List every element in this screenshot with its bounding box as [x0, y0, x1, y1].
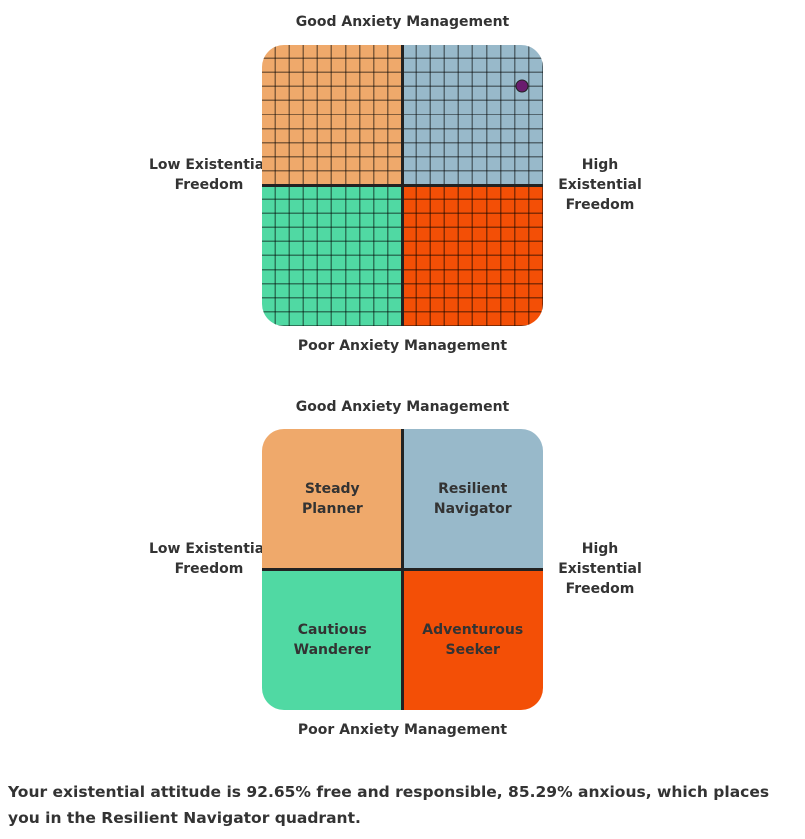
right-axis-label: High Existential Freedom	[558, 157, 642, 213]
left-axis-label-2: Low Existential Freedom	[149, 541, 269, 577]
result-text: Your existential attitude is 92.65% free…	[8, 783, 770, 827]
quadrant-label: Steady Planner	[302, 481, 363, 517]
top-axis-label-2: Good Anxiety Management	[295, 399, 510, 415]
top-axis-label: Good Anxiety Management	[295, 14, 510, 30]
quadrant-label: Adventurous Seeker	[422, 621, 524, 658]
horizontal-axis	[262, 568, 543, 571]
left-axis-label: Low Existential Freedom	[149, 157, 269, 193]
result-point	[515, 79, 529, 93]
quadrant-bottom-right	[402, 185, 543, 326]
quadrant-label: Resilient Navigator	[433, 481, 512, 517]
quadrant-adventurous-seeker: Adventurous Seeker	[402, 569, 543, 710]
quadrant-top-left	[262, 45, 403, 186]
bottom-axis-label: Poor Anxiety Management	[297, 338, 508, 354]
quadrant-label: Cautious Wanderer	[293, 621, 371, 658]
quadrant-steady-planner: Steady Planner	[262, 429, 403, 570]
quadrant-legend-chart: Steady Planner Resilient Navigator Cauti…	[262, 429, 543, 710]
quadrant-resilient-navigator: Resilient Navigator	[402, 429, 543, 570]
right-axis-label-2: High Existential Freedom	[558, 541, 642, 597]
quadrant-top-right	[402, 45, 543, 186]
quadrant-cautious-wanderer: Cautious Wanderer	[262, 569, 403, 710]
quadrant-bottom-left	[262, 185, 403, 326]
horizontal-axis	[262, 184, 543, 187]
quadrant-grid-chart	[262, 45, 543, 326]
bottom-axis-label-2: Poor Anxiety Management	[297, 722, 508, 738]
